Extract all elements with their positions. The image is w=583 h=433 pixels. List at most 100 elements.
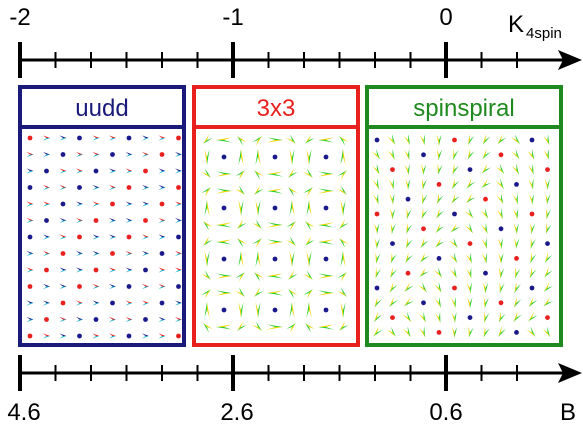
spin-arrow-shade — [390, 208, 393, 220]
spin-arrow — [318, 290, 334, 293]
spin-arrow — [468, 135, 475, 146]
spin-arrow-shade — [451, 312, 455, 324]
spin-dot — [514, 256, 519, 261]
spin-arrow — [422, 194, 428, 205]
spin-arrow-shade — [390, 223, 393, 235]
spin-dot — [421, 300, 426, 306]
spin-arrow-shade — [254, 272, 264, 279]
spin-arrow-shade — [544, 267, 549, 278]
spin-arrow — [437, 164, 443, 175]
spin-arrow — [109, 217, 116, 221]
spin-arrow — [26, 316, 34, 320]
spin-arrow — [255, 321, 262, 331]
spin-arrow-shade — [546, 208, 548, 220]
spin-arrow — [207, 251, 210, 267]
spin-arrow — [59, 168, 67, 171]
spin-dot — [176, 135, 181, 141]
spin-arrow-shade — [125, 220, 133, 224]
spin-arrow — [528, 300, 538, 308]
spin-arrow-shade — [513, 208, 518, 220]
spin-arrow — [547, 193, 551, 205]
spin-arrow — [142, 300, 149, 303]
spin-arrow — [288, 273, 298, 280]
spin-dot — [126, 185, 132, 190]
spin-arrow-shade — [109, 270, 116, 273]
spin-arrow-shade — [405, 252, 409, 264]
spin-arrow — [204, 200, 207, 216]
spin-arrow-shade — [158, 138, 166, 141]
spin-arrow — [482, 136, 491, 145]
spin-arrow — [469, 222, 473, 234]
spin-arrow-shade — [175, 204, 182, 207]
spin-arrow-shade — [513, 223, 517, 235]
spin-arrow — [408, 163, 410, 176]
spin-arrow — [544, 270, 553, 278]
bottom-tick-label-3: 0.6 — [429, 399, 462, 426]
spin-arrow-shade — [92, 237, 100, 240]
spin-arrow — [306, 200, 309, 216]
spin-dot — [27, 284, 33, 289]
spin-dot — [159, 251, 165, 256]
spin-arrow — [373, 314, 383, 323]
spin-arrow — [513, 299, 522, 308]
spin-arrow — [468, 208, 474, 219]
spin-arrow — [142, 201, 149, 204]
spin-arrow — [543, 285, 554, 293]
spin-dot — [405, 196, 411, 202]
spin-arrow-shade — [449, 254, 458, 264]
spin-arrow-shade — [306, 149, 309, 165]
spin-arrow — [267, 293, 283, 296]
spin-arrow — [340, 185, 347, 195]
panel-uudd-frame — [18, 85, 186, 347]
spin-dot — [421, 152, 426, 158]
spin-dot — [93, 267, 99, 273]
spin-arrow — [500, 178, 504, 190]
spin-arrow-shade — [203, 236, 210, 246]
spin-dot — [221, 154, 227, 160]
spin-arrow — [454, 296, 456, 309]
spin-arrow — [374, 299, 382, 308]
spin-arrow-shade — [286, 137, 296, 144]
spin-arrow-shade — [498, 326, 502, 338]
spin-arrow-shade — [480, 224, 488, 234]
spin-arrow-shade — [421, 178, 424, 190]
spin-dot — [323, 307, 329, 313]
spin-arrow — [158, 267, 166, 270]
top-axis-label-main: K — [508, 11, 524, 38]
spin-arrow — [499, 163, 505, 174]
spin-arrow — [76, 201, 83, 204]
spin-arrow — [59, 217, 67, 221]
spin-arrow-shade — [288, 187, 298, 194]
spin-arrow-shade — [511, 165, 520, 175]
spin-arrow-shade — [544, 178, 548, 190]
spin-arrow — [237, 324, 247, 331]
spin-arrow-shade — [43, 336, 50, 339]
spin-arrow — [216, 140, 232, 143]
spin-arrow-shade — [216, 293, 232, 296]
spin-arrow — [408, 178, 411, 190]
spin-arrow-shade — [372, 180, 379, 190]
spin-arrow — [158, 333, 166, 336]
spin-arrow-shade — [481, 253, 487, 264]
spin-arrow — [175, 300, 182, 303]
spin-arrow — [43, 201, 50, 204]
spin-arrow — [467, 151, 475, 160]
spin-arrow — [392, 133, 396, 145]
spin-arrow — [498, 313, 506, 323]
spin-arrow-shade — [527, 150, 535, 160]
spin-dot — [176, 234, 181, 240]
spin-arrow — [125, 151, 133, 155]
spin-arrow — [438, 149, 443, 161]
spin-arrow — [343, 302, 346, 318]
spin-arrow-shade — [203, 323, 213, 330]
spin-arrow — [438, 281, 442, 293]
spin-arrow-shade — [402, 314, 412, 323]
bottom-axis: 4.6 2.6 0.6 B — [7, 355, 582, 426]
spin-arrow-shade — [406, 208, 408, 220]
spin-dot — [93, 168, 99, 174]
spin-arrow-shade — [92, 253, 100, 257]
spin-arrow-shade — [258, 251, 261, 267]
spin-arrow-shade — [59, 187, 67, 191]
spin-arrow — [109, 168, 116, 171]
spin-dot — [77, 135, 82, 141]
